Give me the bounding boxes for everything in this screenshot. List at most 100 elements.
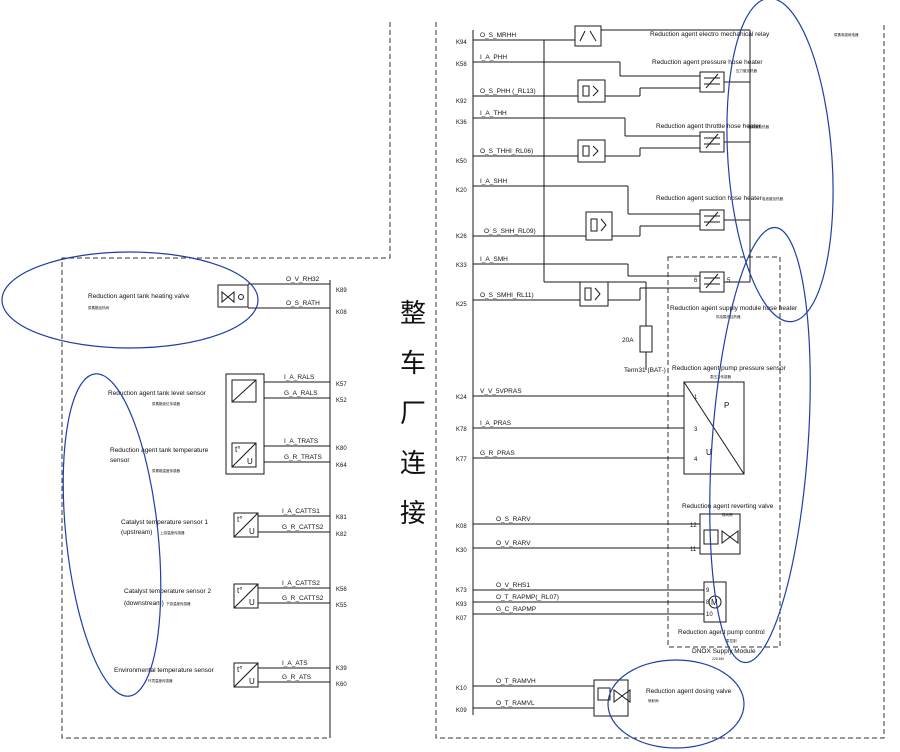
right-frame-outline	[435, 22, 885, 739]
pin-label: K30	[456, 548, 467, 554]
ecu-bus-lines	[329, 30, 474, 738]
pin-label: K07	[456, 616, 467, 622]
pin-label: K25	[456, 302, 467, 308]
pin-label: K08	[336, 310, 347, 316]
left-frame-outline	[61, 22, 391, 739]
tank-level-sensor-name: Reduction agent tank level sensor	[108, 390, 207, 397]
pin-label: K58	[456, 62, 467, 68]
tank-heating-valve-cn: 尿素箱加热阀	[88, 305, 109, 310]
signal-label: G_R_CATTS2	[282, 595, 324, 602]
pin-label: K73	[456, 588, 467, 594]
pin-label: K26	[456, 234, 467, 240]
banner-char-2: 车	[400, 348, 426, 378]
banner-char-4: 连	[400, 448, 426, 478]
highlight-dosing-valve	[607, 659, 745, 749]
highlight-ellipses	[1, 0, 834, 749]
signal-label: I_A_SHH	[480, 178, 507, 185]
heater-pin-6: 6	[694, 278, 698, 284]
banner-char-1: 整	[400, 298, 426, 328]
signal-label: I_A_CATTS2	[282, 580, 320, 587]
svg-text:t°: t°	[237, 665, 242, 674]
signal-label: I_A_SMH	[480, 256, 508, 263]
pressure-sensor-symbol	[683, 381, 745, 475]
pressure-hose-heater-name: Reduction agent pressure hose heater	[652, 59, 763, 66]
heater-pin-5: 5	[727, 278, 731, 284]
pin-label: K57	[336, 382, 347, 388]
pin-label: K94	[456, 40, 467, 46]
fuse-rating: 20A	[622, 337, 634, 344]
svg-text:U: U	[249, 677, 255, 686]
pin-label: K50	[456, 159, 467, 165]
signal-label: I_A_CATTS1	[282, 508, 320, 515]
signal-label: I_A_RALS	[284, 374, 315, 381]
catalyst-1-sensor-symbol: t° U	[233, 512, 259, 538]
signal-label: O_S_MRHH	[480, 32, 516, 39]
heater-symbol-3	[699, 209, 725, 231]
catalyst-1-name-2: (upstream)	[121, 529, 152, 536]
pin-label: K33	[456, 263, 467, 269]
catalyst-2-sensor-symbol: t° U	[233, 583, 259, 609]
right-pin-labels: K94 K58 K92 K36 K50 K20 K26 K33 K25 K24 …	[456, 40, 467, 714]
right-symbols: M	[574, 25, 745, 717]
relay-symbol-1	[574, 25, 602, 47]
tank-temp-sensor-cn: 尿素箱温度传感器	[152, 468, 180, 473]
svg-text:U: U	[249, 598, 255, 607]
pin-label: K93	[456, 602, 467, 608]
relay-symbol-3	[577, 139, 606, 163]
ps-pin-3: 3	[694, 427, 698, 433]
env-temp-sensor-cn: 环境温度传感器	[148, 678, 173, 683]
dosing-valve-cn: 喷射阀	[648, 698, 659, 703]
signal-label: G_R_CATTS2	[282, 524, 324, 531]
heater-symbol-1	[699, 71, 725, 93]
banner-char-5: 接	[400, 498, 426, 528]
signal-label: O_S_PHH (_RL13)	[480, 88, 536, 95]
signal-label: O_V_RHS1	[496, 582, 530, 589]
suction-hose-heater-name: Reduction agent suction hose heater	[656, 195, 763, 202]
signal-label: O_T_RAMVL	[496, 700, 535, 707]
reverting-valve-symbol	[699, 513, 741, 555]
signal-label: I_A_THH	[480, 110, 507, 117]
electro-mech-relay-cn: 尿素电磁继电器	[834, 32, 859, 37]
signal-label: G_R_ATS	[282, 674, 312, 681]
suction-hose-heater-cn: 吸液管加热器	[762, 196, 783, 201]
pin-label: K82	[336, 532, 347, 538]
relay-symbol-4	[585, 211, 613, 241]
svg-text:t°: t°	[235, 445, 240, 454]
pin-label: K08	[456, 524, 467, 530]
catalyst-1-name: Catalyst temperature sensor 1	[121, 519, 208, 526]
pin-label: K36	[456, 120, 467, 126]
svg-text:U: U	[249, 527, 255, 536]
pin-label: K10	[456, 686, 467, 692]
signal-label: O_S_RARV	[496, 516, 531, 523]
tank-temp-sensor-name: Reduction agent tank temperature	[110, 447, 209, 454]
rv-pin-12: 12	[690, 523, 697, 529]
signal-label: G_R_TRATS	[284, 454, 322, 461]
supply-module-heater-name: Reduction agent supply module hose heate…	[670, 305, 798, 312]
tank-temp-sensor-name-2: sensor	[110, 457, 130, 464]
signal-label: G_A_RALS	[284, 390, 318, 397]
pressure-hose-heater-cn: 压力管加热器	[736, 68, 757, 73]
level-sensor-symbol	[225, 373, 265, 475]
supply-module-heater-cn: 供给模块加热器	[716, 314, 741, 319]
pin-label: K39	[336, 666, 347, 672]
signal-label: O_S_SHH_RL09)	[484, 228, 536, 235]
supply-module-frame	[667, 256, 781, 648]
highlight-supply-module	[709, 226, 811, 664]
rv-pin-11: 11	[690, 547, 697, 553]
pump-pin-8: 8	[706, 600, 710, 606]
banner-char-3: 厂	[400, 398, 426, 428]
pin-label: K52	[336, 398, 347, 404]
fuse-symbol	[639, 325, 653, 353]
pin-label: K55	[336, 603, 347, 609]
highlight-tank-heating-valve	[1, 251, 259, 349]
signal-label: O_T_RAPMP(_RL07)	[496, 594, 559, 601]
dashed-frames	[61, 22, 885, 739]
left-wiring	[248, 283, 330, 683]
pressure-sensor-glyphs: P U 1 3 4 12 11 9 8 10 6 5	[690, 278, 731, 618]
dosing-valve-name: Reduction agent dosing valve	[646, 688, 732, 695]
pump-pressure-sensor-name: Reduction agent pump pressure sensor	[672, 365, 787, 372]
tank-heating-valve-symbol	[217, 284, 249, 308]
pin-label: K89	[336, 288, 347, 294]
vertical-banner: 整 车 厂 连 接	[400, 298, 426, 528]
signal-label: O_S_THHI_RL06)	[480, 148, 533, 155]
